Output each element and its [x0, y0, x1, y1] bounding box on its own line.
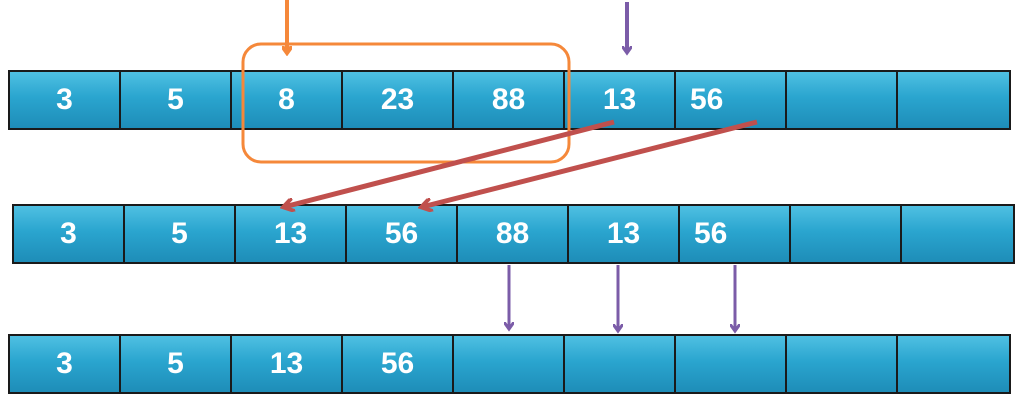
- array-cell: 56: [680, 206, 791, 262]
- array-row-2: 3 5 13 56 88 13 56: [12, 204, 1015, 264]
- array-cell: 5: [121, 336, 232, 392]
- array-cell: 56: [676, 72, 787, 128]
- move-arrow-13: [284, 119, 615, 207]
- move-arrow-56: [422, 119, 758, 207]
- array-cell: 5: [125, 206, 236, 262]
- array-cell: [902, 206, 1013, 262]
- array-cell: 56: [343, 336, 454, 392]
- array-cell: 88: [458, 206, 569, 262]
- array-cell: 3: [14, 206, 125, 262]
- array-cell: [898, 72, 1009, 128]
- array-row-3: 3 5 13 56: [8, 334, 1011, 394]
- array-cell: [676, 336, 787, 392]
- array-cell: 5: [121, 72, 232, 128]
- array-cell: 23: [343, 72, 454, 128]
- array-cell: 8: [232, 72, 343, 128]
- array-cell: 13: [232, 336, 343, 392]
- array-cell: [791, 206, 902, 262]
- array-cell: 13: [565, 72, 676, 128]
- array-row-1: 3 5 8 23 88 13 56: [8, 70, 1011, 130]
- array-cell: [565, 336, 676, 392]
- array-cell: [787, 336, 898, 392]
- array-cell: 56: [347, 206, 458, 262]
- array-cell: 13: [569, 206, 680, 262]
- array-cell: [454, 336, 565, 392]
- array-cell: [787, 72, 898, 128]
- array-cell: 3: [10, 336, 121, 392]
- array-cell: 88: [454, 72, 565, 128]
- array-cell: 3: [10, 72, 121, 128]
- array-cell: 13: [236, 206, 347, 262]
- array-cell: [898, 336, 1009, 392]
